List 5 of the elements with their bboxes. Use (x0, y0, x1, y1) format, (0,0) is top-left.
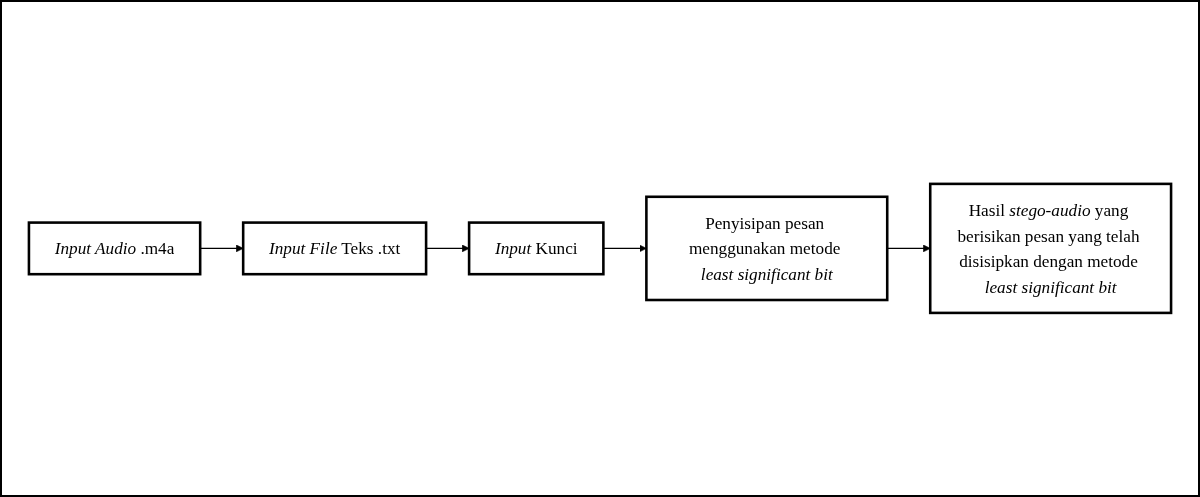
node-box: Input Audio .m4a (27, 221, 202, 276)
node-box: Penyisipan pesan menggunakan metode least significant bit (645, 195, 889, 302)
node-box: Hasil stego-audio yang berisikan pesan yang telah disisipkan dengan metode least significant bit (928, 182, 1173, 315)
node-box: Input Kunci (467, 221, 605, 276)
node-box: Input File Teks .txt (241, 221, 428, 276)
